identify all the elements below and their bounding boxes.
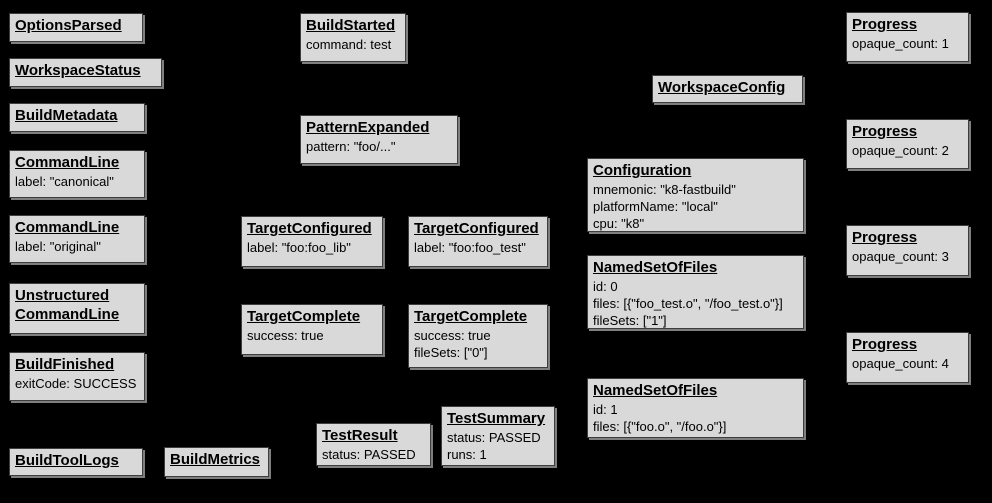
event-title: NamedSetOfFiles (593, 259, 718, 276)
event-box-workspace-status: WorkspaceStatus (9, 58, 162, 87)
event-field: files: [{"foo.o", "/foo.o"}] (593, 418, 727, 434)
event-field: platformName: "local" (593, 198, 718, 214)
event-field: exitCode: SUCCESS (15, 375, 137, 391)
event-title: PatternExpanded (306, 119, 430, 136)
event-box-unstructured-command-line: Unstructured CommandLine (9, 283, 145, 334)
event-title: Configuration (593, 162, 692, 179)
event-field: label: "original" (15, 238, 101, 254)
event-title: OptionsParsed (15, 17, 122, 34)
event-title: TargetComplete (247, 308, 361, 325)
event-field: cpu: "k8" (593, 216, 645, 232)
event-title: Progress (852, 229, 918, 246)
event-box-configuration: Configuration mnemonic: "k8-fastbuild" p… (587, 158, 804, 232)
event-box-command-line-original: CommandLine label: "original" (9, 215, 145, 263)
event-title: Progress (852, 16, 918, 33)
event-title: BuildStarted (306, 17, 396, 34)
event-field: files: [{"foo_test.o", "/foo_test.o"}] (593, 295, 783, 311)
event-box-workspace-config: WorkspaceConfig (652, 75, 803, 103)
event-box-command-line-canonical: CommandLine label: "canonical" (9, 150, 145, 198)
event-box-build-metrics: BuildMetrics (164, 447, 269, 477)
event-title: WorkspaceStatus (15, 62, 141, 79)
event-title: BuildFinished (15, 356, 115, 373)
event-box-progress-3: Progress opaque_count: 3 (846, 225, 969, 276)
event-field: pattern: "foo/..." (306, 138, 396, 154)
event-title: TargetConfigured (247, 220, 372, 237)
event-box-build-started: BuildStarted command: test (300, 13, 406, 62)
event-box-pattern-expanded: PatternExpanded pattern: "foo/..." (300, 115, 458, 164)
event-field: id: 1 (593, 401, 618, 417)
event-title: BuildMetadata (15, 107, 118, 124)
event-box-build-tool-logs: BuildToolLogs (9, 448, 143, 476)
event-title: Progress (852, 336, 918, 353)
event-title: BuildMetrics (170, 451, 261, 468)
event-box-build-metadata: BuildMetadata (9, 103, 145, 132)
event-box-named-set-of-files-1: NamedSetOfFiles id: 1 files: [{"foo.o", … (587, 378, 804, 438)
event-box-build-finished: BuildFinished exitCode: SUCCESS (9, 352, 145, 401)
event-title: TestSummary (447, 410, 546, 427)
event-box-target-configured-lib: TargetConfigured label: "foo:foo_lib" (241, 216, 383, 267)
event-field: runs: 1 (447, 446, 487, 462)
event-title: NamedSetOfFiles (593, 382, 718, 399)
event-title: CommandLine (15, 219, 120, 236)
event-field: fileSets: ["0"] (414, 344, 488, 360)
event-box-target-configured-test: TargetConfigured label: "foo:foo_test" (408, 216, 548, 267)
event-box-target-complete-lib: TargetComplete success: true (241, 304, 383, 355)
event-box-options-parsed: OptionsParsed (9, 13, 143, 42)
event-box-progress-4: Progress opaque_count: 4 (846, 332, 969, 383)
event-title: WorkspaceConfig (658, 79, 786, 96)
event-box-test-summary: TestSummary status: PASSED runs: 1 (441, 406, 555, 466)
event-field: status: PASSED (322, 446, 416, 462)
event-field: fileSets: ["1"] (593, 313, 667, 329)
event-field: id: 0 (593, 278, 618, 294)
event-field: label: "canonical" (15, 173, 114, 189)
event-field: status: PASSED (447, 429, 541, 445)
event-title: Unstructured CommandLine (15, 287, 120, 323)
event-field: label: "foo:foo_lib" (247, 239, 351, 255)
event-field: opaque_count: 3 (852, 248, 949, 264)
event-box-named-set-of-files-0: NamedSetOfFiles id: 0 files: [{"foo_test… (587, 255, 804, 329)
event-title: BuildToolLogs (15, 452, 119, 469)
event-box-progress-2: Progress opaque_count: 2 (846, 119, 969, 169)
event-field: command: test (306, 36, 392, 52)
event-title: CommandLine (15, 154, 120, 171)
event-title: TargetComplete (414, 308, 528, 325)
event-field: success: true (414, 327, 491, 343)
event-title: TargetConfigured (414, 220, 539, 237)
event-field: mnemonic: "k8-fastbuild" (593, 181, 736, 197)
event-box-progress-1: Progress opaque_count: 1 (846, 12, 969, 62)
event-box-target-complete-test: TargetComplete success: true fileSets: [… (408, 304, 548, 368)
event-field: opaque_count: 4 (852, 355, 949, 371)
event-title: TestResult (322, 427, 398, 444)
event-title: Progress (852, 123, 918, 140)
event-box-test-result: TestResult status: PASSED (316, 423, 431, 466)
event-field: success: true (247, 327, 324, 343)
event-field: opaque_count: 1 (852, 35, 949, 51)
event-field: label: "foo:foo_test" (414, 239, 526, 255)
event-field: opaque_count: 2 (852, 142, 949, 158)
